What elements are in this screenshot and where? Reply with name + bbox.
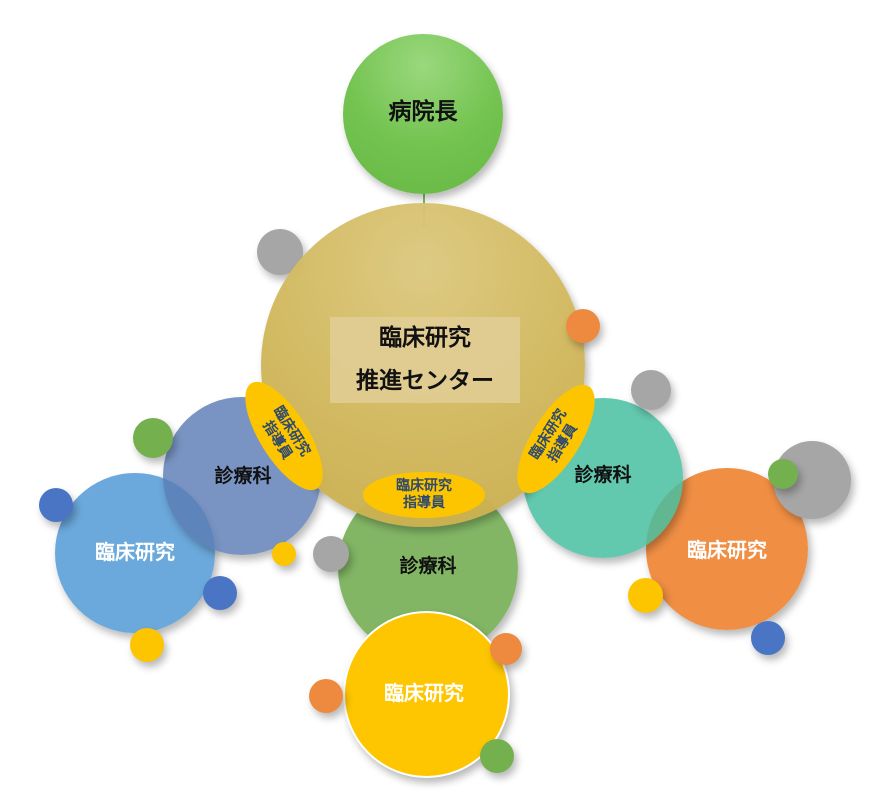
accent-circle-yellow [628, 578, 663, 613]
center-label-box [330, 317, 520, 403]
accent-circle-green [133, 418, 173, 458]
accent-circle-green [768, 459, 798, 489]
director-connector-line [423, 172, 425, 227]
department-label-left: 診療科 [214, 465, 272, 487]
accent-circle-gray [313, 536, 349, 572]
accent-circle-gray [631, 370, 671, 410]
research-label-right: 臨床研究 [687, 538, 767, 562]
accent-circle-yellow [272, 542, 296, 566]
research-label-bottom: 臨床研究 [384, 681, 464, 705]
department-label-right: 診療科 [574, 464, 632, 486]
hospital-director-label: 病院長 [388, 99, 458, 125]
instructor-label-line1: 臨床研究 [396, 478, 452, 494]
research-label-left: 臨床研究 [95, 540, 175, 564]
department-label-bottom: 診療科 [399, 555, 457, 577]
accent-circle-blue [751, 621, 785, 655]
accent-circle-orange [309, 679, 343, 713]
hospital-director-circle [343, 34, 503, 194]
accent-circle-blue [39, 488, 73, 522]
accent-circle-orange [490, 633, 522, 665]
accent-circle-green [480, 739, 514, 773]
center-label-line1: 臨床研究 [379, 325, 471, 351]
accent-circle-blue [203, 576, 237, 610]
center-label-line2: 推進センター [356, 368, 494, 394]
instructor-label-line2: 指導員 [403, 495, 445, 511]
accent-circle-yellow [130, 628, 164, 662]
accent-circle-orange [566, 309, 600, 343]
instructor-oval-bottom: 臨床研究 指導員 [363, 472, 485, 518]
